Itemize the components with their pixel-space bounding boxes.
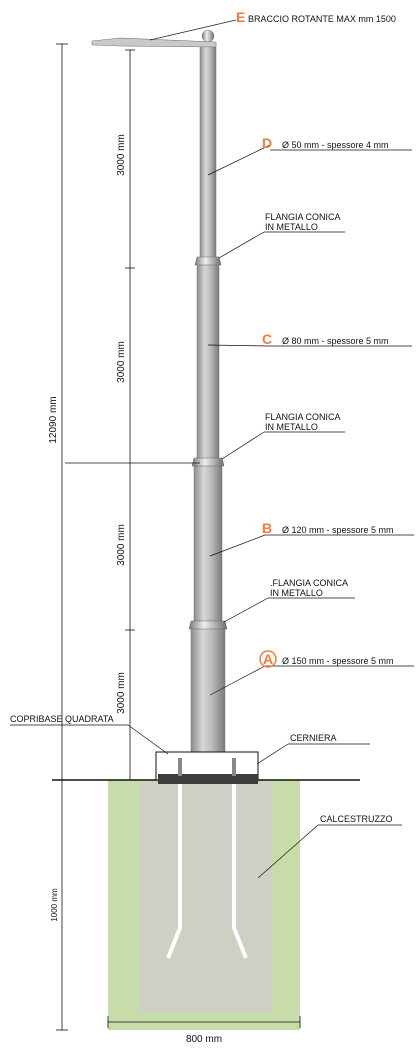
leader-cerniera <box>256 743 289 765</box>
pole-segment-d <box>199 43 217 264</box>
section-label-e: BRACCIO ROTANTE MAX mm 1500 <box>248 14 396 24</box>
flange-3-line1: .FLANGIA CONICA <box>270 578 348 588</box>
leader-flange-2 <box>221 431 265 460</box>
rotating-arm <box>91 37 217 48</box>
dim-total: 12090 mm <box>48 396 59 443</box>
section-label-c: Ø 80 mm - spessore 5 mm <box>282 336 389 346</box>
anchor-bolt-right <box>232 782 248 959</box>
section-letter-d: D <box>262 135 272 151</box>
dim-foundation-width: 800 mm <box>186 1034 222 1045</box>
leader-a <box>209 665 266 696</box>
dim-foundation-depth: 1000 mm <box>50 888 59 922</box>
dim-segment-3: 3000 mm <box>116 524 127 566</box>
leader-b <box>209 534 266 557</box>
flange-3 <box>188 620 228 630</box>
pole-segment-c <box>196 260 220 465</box>
dim-segment-2: 3000 mm <box>116 341 127 383</box>
dim-segment-1: 3000 mm <box>116 134 127 176</box>
leader-copribase <box>127 724 169 755</box>
calcestruzzo-label: CALCESTRUZZO <box>320 814 393 824</box>
flange-1-line2: IN METALLO <box>265 222 318 232</box>
section-letter-e: E <box>236 9 245 25</box>
flange-2-line2: IN METALLO <box>265 422 318 432</box>
flange-2-line1: FLANGIA CONICA <box>265 412 341 422</box>
leader-d <box>207 144 271 176</box>
leader-calcestruzzo <box>257 824 319 879</box>
anchor-bolt-left <box>166 782 182 959</box>
flange-1-line1: FLANGIA CONICA <box>265 212 341 222</box>
copribase-label: COPRIBASE QUADRATA <box>10 714 114 724</box>
arm-leader <box>149 19 237 41</box>
foundation-concrete <box>140 782 272 1012</box>
section-label-b: Ø 120 mm - spessore 5 mm <box>282 525 394 535</box>
leader-c <box>207 344 271 347</box>
flange-3-line2: IN METALLO <box>270 588 323 598</box>
section-label-d: Ø 50 mm - spessore 4 mm <box>282 140 389 150</box>
section-label-a: Ø 150 mm - spessore 5 mm <box>282 656 394 666</box>
cerniera-label: CERNIERA <box>290 733 337 743</box>
hinge-left <box>178 758 182 776</box>
flange-1 <box>194 256 222 266</box>
leader-flange-3 <box>223 597 269 623</box>
pole-top-cap <box>201 29 215 43</box>
leader-flange-1 <box>218 231 265 259</box>
flange-2 <box>191 457 225 467</box>
section-letter-b: B <box>262 520 272 536</box>
section-letter-c: C <box>262 331 272 347</box>
pole-segment-b <box>193 461 223 628</box>
base-plate <box>158 774 258 784</box>
pole-segment-a <box>190 624 226 766</box>
hinge-right <box>232 758 236 776</box>
dim-segment-4: 3000 mm <box>116 672 127 714</box>
section-letter-a: A <box>263 651 273 667</box>
section-letter-a-ring <box>259 650 277 668</box>
